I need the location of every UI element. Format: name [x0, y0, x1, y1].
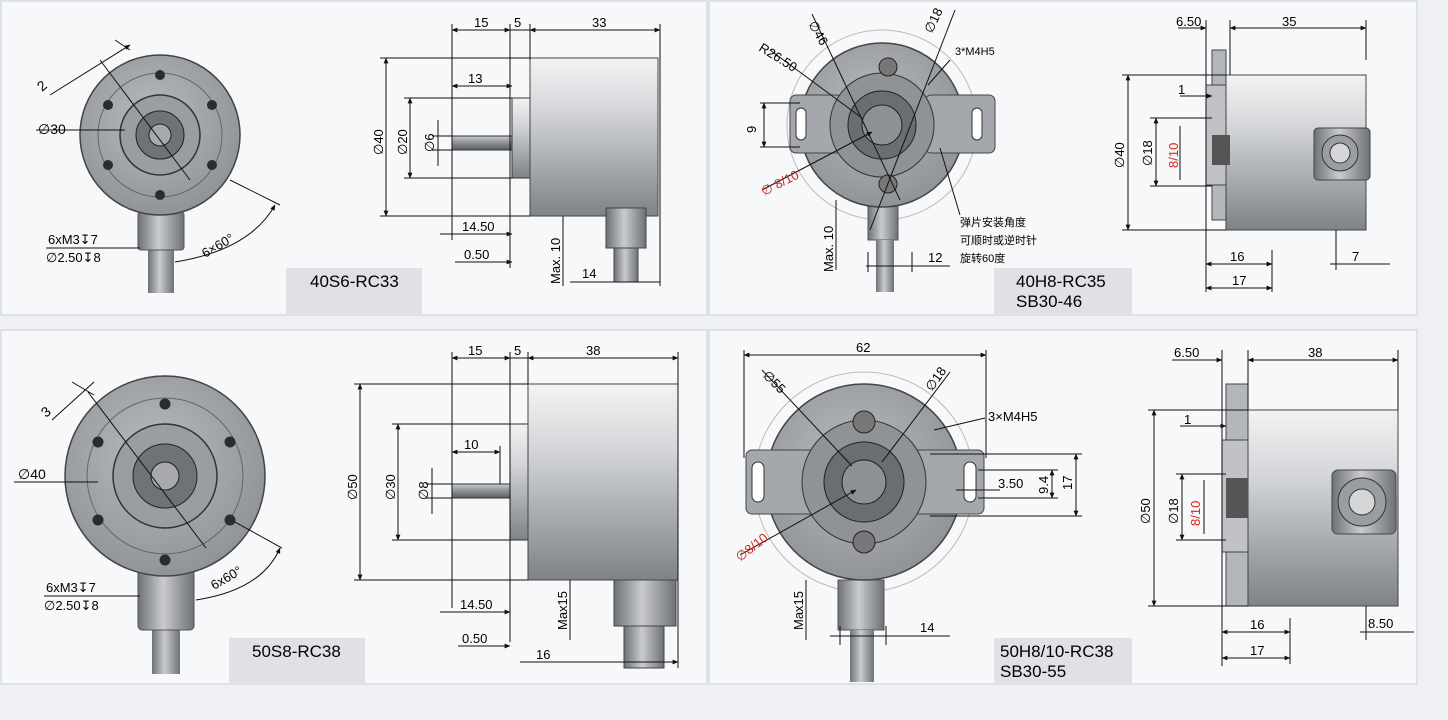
model-label-50s8: 50S8-RC38: [229, 638, 365, 684]
pin-label: ∅2.50↧8: [46, 250, 101, 265]
conn-w-label: 14: [920, 620, 934, 635]
model-label-50h8: 50H8/10-RC38 SB30-55: [994, 638, 1132, 684]
conn-h-label: Max. 10: [821, 226, 836, 272]
side-view-50h8: 6.50 38 1 ∅50 ∅18 8/10 16 17 8.50: [1138, 345, 1414, 666]
flange-t-label: 5: [514, 15, 521, 30]
model-label-40h8: 40H8-RC35 SB30-46: [994, 268, 1132, 314]
model-label-line2: SB30-46: [1016, 292, 1082, 311]
d18-label: ∅18: [1166, 498, 1181, 524]
width-label: 62: [856, 340, 870, 355]
shaft-len-label: 15: [474, 15, 488, 30]
a17-label: 17: [1250, 643, 1264, 658]
flange-t-label: 5: [514, 343, 521, 358]
model-label-line1: 50H8/10-RC38: [1000, 642, 1113, 661]
conn-h-label: Max15: [791, 591, 806, 630]
spring-label: 6.50: [1174, 345, 1199, 360]
body-dia-label: ∅50: [1138, 498, 1153, 524]
conn-w-label: 16: [536, 647, 550, 662]
slot-h-label: 17: [1060, 476, 1075, 490]
pilot-dia-label: ∅30: [383, 474, 398, 500]
slot-off-label: 3.50: [998, 476, 1023, 491]
bore-label: 8/10: [1166, 143, 1181, 168]
body-dia-label: ∅40: [1112, 142, 1127, 168]
slot-label: 9: [744, 126, 759, 133]
t1-label: 1: [1184, 412, 1191, 427]
conn-w-label: 14: [582, 266, 596, 281]
panel-40s6: 2 ∅30 6×60° 6xM3↧7 ∅2.50↧8: [34, 15, 661, 314]
conn-w-label: 12: [928, 250, 942, 265]
note-line-1: 弹片安装角度: [960, 215, 1026, 229]
body-len-label: 35: [1282, 14, 1296, 29]
a16-label: 16: [1250, 617, 1264, 632]
note-line-3: 旋转60度: [960, 251, 1005, 265]
front-view-50s8: 3 ∅40 6x60° 6xM3↧7 ∅2.50↧8: [14, 375, 283, 674]
shaft-len-label: 15: [468, 343, 482, 358]
offset-a-label: 14.50: [460, 597, 493, 612]
side-view-40s6: 15 5 33 13 ∅40 ∅20 ∅6 14.50 0.50 Max. 10…: [371, 15, 661, 286]
shaft-dia-label: ∅6: [422, 133, 437, 152]
body-dia-label: ∅40: [371, 129, 386, 155]
panel-50h8: 62 ∅55 ∅18 3×M4H5 ∅8/10 3.50 9.4 17 Max1…: [733, 340, 1414, 684]
side-view-50s8: 15 5 38 10 ∅50 ∅30 ∅8 14.50 0.50 Max15 1…: [345, 343, 679, 669]
model-label: 50S8-RC38: [252, 642, 341, 661]
body-len-label: 38: [586, 343, 600, 358]
pin-label: ∅2.50↧8: [44, 598, 99, 613]
conn-h-label: Max. 10: [548, 238, 563, 284]
screw-label: 3×M4H5: [988, 409, 1038, 424]
bore-label: 8/10: [1188, 501, 1203, 526]
model-label-line1: 40H8-RC35: [1016, 272, 1106, 291]
conn-h-label: Max15: [555, 591, 570, 630]
c7-label: 7: [1352, 249, 1359, 264]
offset-a-label: 14.50: [462, 219, 495, 234]
thread-label: 6xM3↧7: [46, 580, 96, 595]
a16-label: 16: [1230, 249, 1244, 264]
body-dia-label: ∅50: [345, 474, 360, 500]
panel-50s8: 3 ∅40 6x60° 6xM3↧7 ∅2.50↧8: [14, 343, 679, 684]
thread-label: 6xM3↧7: [48, 232, 98, 247]
body-len-label: 33: [592, 15, 606, 30]
front-view-40s6: 2 ∅30 6×60° 6xM3↧7 ∅2.50↧8: [34, 39, 281, 293]
a17-label: 17: [1232, 273, 1246, 288]
model-label-40s6: 40S6-RC33: [286, 268, 422, 314]
shaft-step-label: 10: [464, 437, 478, 452]
c85-label: 8.50: [1368, 616, 1393, 631]
front-view-40h8: ∅46 ∅18 R26.50 3*M4H5 9 ∅ 8/10 弹片安装角度 可顺…: [744, 6, 1037, 292]
shaft-dia-label: ∅8: [416, 481, 431, 500]
body-len-label: 38: [1308, 345, 1322, 360]
slot-w-label: 9.4: [1036, 476, 1051, 494]
note-line-2: 可顺时或逆时针: [960, 233, 1037, 247]
model-label: 40S6-RC33: [310, 272, 399, 291]
model-label-line2: SB30-55: [1000, 662, 1066, 681]
flange-dia-label: ∅30: [38, 121, 66, 137]
side-view-40h8: 6.50 35 1 ∅40 ∅18 8/10 16 17 7: [1112, 14, 1390, 292]
offset-b-label: 0.50: [464, 247, 489, 262]
panel-40h8: ∅46 ∅18 R26.50 3*M4H5 9 ∅ 8/10 弹片安装角度 可顺…: [744, 6, 1390, 314]
spring-label: 6.50: [1176, 14, 1201, 29]
shaft-step-label: 13: [468, 71, 482, 86]
offset-b-label: 0.50: [462, 631, 487, 646]
flange-dia-label: ∅40: [18, 466, 46, 482]
t1-label: 1: [1178, 82, 1185, 97]
screw-label: 3*M4H5: [955, 46, 995, 58]
pilot-dia-label: ∅20: [395, 129, 410, 155]
d18-label: ∅18: [1140, 140, 1155, 166]
front-view-50h8: 62 ∅55 ∅18 3×M4H5 ∅8/10 3.50 9.4 17 Max1…: [733, 340, 1082, 682]
